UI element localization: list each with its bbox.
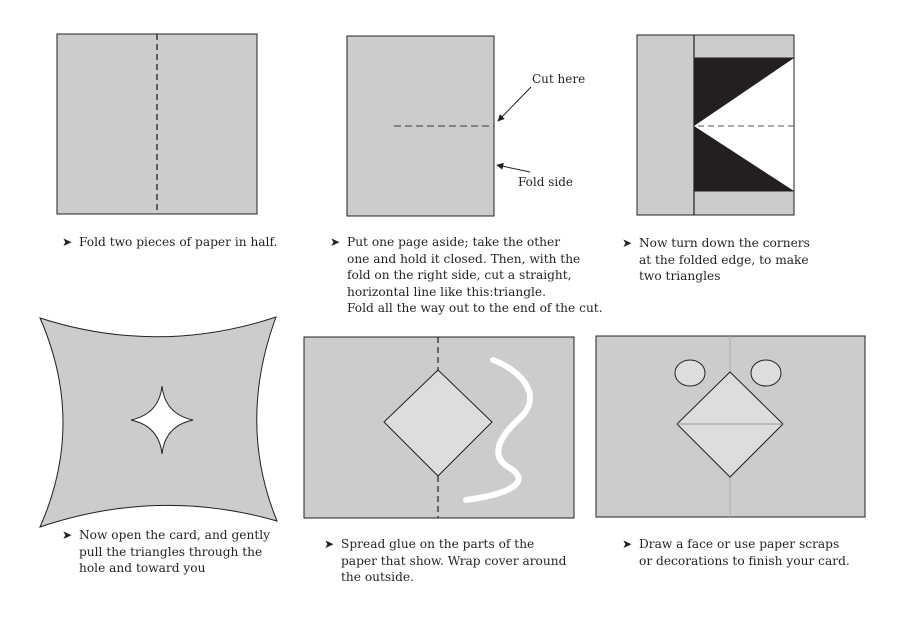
step2-text: ➤ Put one page aside; take the other one…: [330, 234, 603, 317]
bullet-arrow-icon: ➤: [330, 235, 341, 249]
bullet-arrow-icon: ➤: [622, 537, 633, 551]
fold-side-label: Fold side: [518, 175, 574, 189]
bullet-arrow-icon: ➤: [62, 235, 73, 249]
bullet-arrow-icon: ➤: [622, 236, 633, 250]
step4-illustration: [39, 316, 278, 528]
cut-here-arrow: [497, 86, 532, 122]
left-eye: [674, 359, 706, 387]
step3-line: two triangles: [639, 269, 721, 283]
step6-text: ➤ Draw a face or use paper scraps or dec…: [622, 536, 850, 569]
step4-line: hole and toward you: [79, 561, 206, 575]
bullet-arrow-icon: ➤: [324, 537, 335, 551]
step5-text: ➤ Spread glue on the parts of the paper …: [324, 536, 566, 586]
step2-line: fold on the right side, cut a straight,: [347, 268, 572, 282]
step2-line: Put one page aside; take the other: [347, 235, 561, 249]
step2-illustration: [346, 35, 532, 217]
step4-text: ➤ Now open the card, and gently pull the…: [62, 527, 270, 577]
step6-illustration: [595, 335, 866, 518]
glue-stroke: [463, 357, 533, 503]
step4-line: Now open the card, and gently: [79, 528, 271, 542]
step3-text: ➤ Now turn down the corners at the folde…: [622, 235, 810, 285]
step4-diamond-hole: [130, 385, 194, 455]
step6-line: Draw a face or use paper scraps: [639, 537, 840, 551]
step5-line: Spread glue on the parts of the: [341, 537, 535, 551]
step3-line: Now turn down the corners: [639, 236, 810, 250]
right-eye: [750, 359, 782, 387]
step1-illustration: [56, 33, 258, 215]
step2-line: one and hold it closed. Then, with the: [347, 251, 581, 266]
step5-illustration: [303, 336, 575, 519]
bullet-arrow-icon: ➤: [62, 528, 73, 542]
step2-line: Fold all the way out to the end of the c…: [347, 301, 603, 315]
step3-illustration: [636, 34, 795, 216]
cut-here-label: Cut here: [532, 72, 586, 86]
step6-line: or decorations to finish your card.: [639, 553, 850, 568]
step1-text: ➤ Fold two pieces of paper in half.: [62, 234, 277, 251]
step5-line: the outside.: [341, 570, 414, 584]
step2-line: horizontal line like this:triangle.: [347, 284, 546, 299]
step5-line: paper that show. Wrap cover around: [341, 553, 567, 568]
bottom-triangle: [694, 126, 794, 191]
step3-line: at the folded edge, to make: [639, 252, 809, 267]
step1-line: Fold two pieces of paper in half.: [79, 235, 278, 249]
step4-line: pull the triangles through the: [79, 544, 263, 559]
fold-side-arrow: [496, 162, 531, 173]
step5-diamond: [383, 369, 493, 477]
top-triangle: [694, 58, 794, 126]
